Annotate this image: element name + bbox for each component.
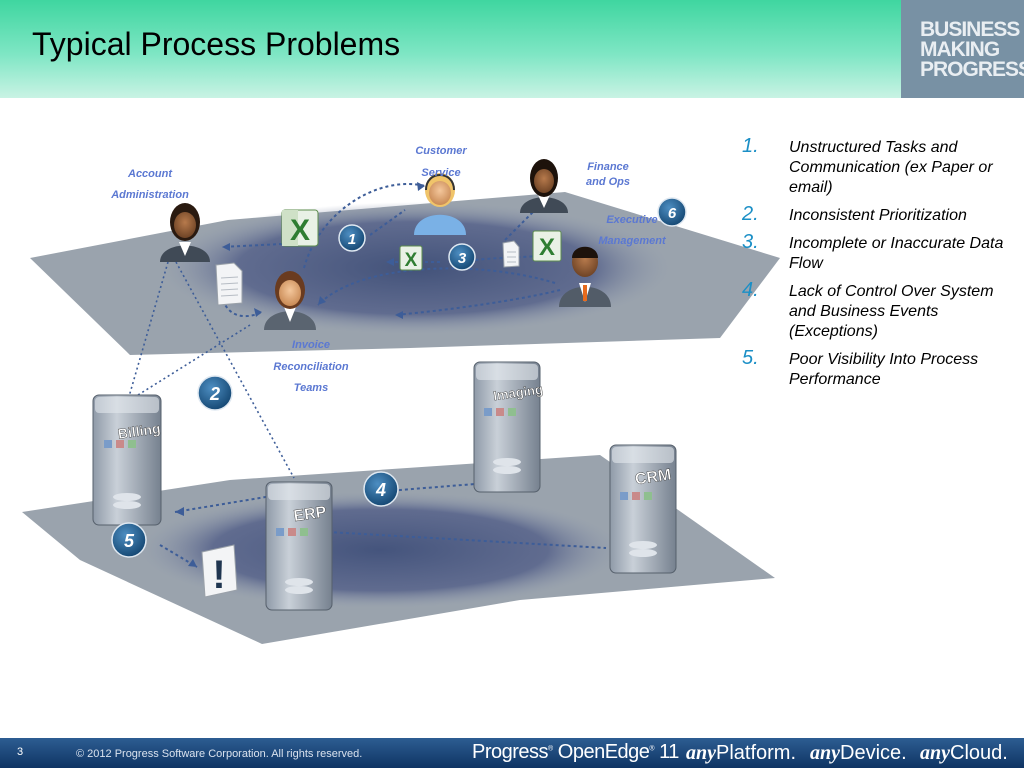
product-version: 11 (659, 741, 679, 763)
svg-text:4: 4 (375, 480, 386, 500)
person-invoice-reconciliation (264, 271, 316, 330)
excel-icon-3: X (532, 230, 562, 262)
marker-2: 2 (197, 375, 233, 411)
svg-text:1: 1 (348, 231, 356, 248)
tagline-cloud: anyCloud. (920, 742, 1008, 764)
label-invoice-line-1: Invoice (292, 339, 330, 351)
person-labels: Customer Service Account Administration … (110, 145, 667, 394)
server-billing: Billing (92, 394, 162, 526)
lower-plane-glow (140, 492, 620, 608)
marker-4: 4 (363, 471, 399, 507)
tagline-device: anyDevice. (810, 742, 907, 764)
tagline-platform: anyPlatform. (686, 742, 797, 764)
plane-connectors (127, 261, 295, 479)
brand-line-3: PROGRESS (920, 58, 1024, 81)
server-label-imaging: Imaging (492, 382, 543, 404)
marker-3: 3 (448, 243, 476, 271)
person-account-admin (160, 203, 210, 262)
server-label-billing: Billing (117, 420, 162, 442)
problem-text: Poor Visibility Into Process Performance (789, 351, 979, 388)
problem-item-3: 3. Incomplete or Inaccurate Data Flow (742, 231, 1012, 274)
marker-1: 1 (338, 224, 366, 252)
problem-item-4: 4. Lack of Control Over System and Busin… (742, 279, 1012, 342)
excel-icon-1: X (281, 209, 319, 247)
svg-text:2: 2 (209, 384, 220, 404)
copyright-notice: © 2012 Progress Software Corporation. Al… (76, 748, 363, 760)
label-finance-line-1: Finance (587, 161, 629, 173)
label-customer-line-2: Service (421, 167, 460, 179)
marker-5: 5 (111, 522, 147, 558)
document-icon-left (215, 262, 243, 306)
server-crm: CRM (609, 444, 677, 574)
problem-text: Inconsistent Prioritization (789, 207, 967, 224)
svg-text:X: X (539, 234, 555, 261)
process-diagram: X X X Customer (22, 145, 780, 644)
server-erp: ERP (265, 481, 333, 611)
brand-logo: BUSINESS MAKING PROGRESS (901, 0, 1024, 98)
label-finance-line-2: and Ops (586, 176, 630, 188)
exception-symbol: ! (212, 553, 225, 597)
label-account-line-2: Administration (110, 189, 189, 201)
problem-text: Incomplete or Inaccurate Data Flow (789, 235, 1004, 272)
header-banner: Typical Process Problems BUSINESS MAKING… (0, 0, 1024, 98)
problems-list: 1. Unstructured Tasks and Communication … (742, 135, 1012, 398)
problem-number: 4. (742, 279, 759, 301)
product-logo: Progress® OpenEdge® 11 (472, 741, 679, 763)
product-name-openedge: OpenEdge (557, 741, 650, 763)
svg-text:X: X (405, 250, 418, 271)
brand-line-2: MAKING (920, 38, 1000, 61)
product-name-progress: Progress (472, 741, 549, 763)
problem-item-2: 2. Inconsistent Prioritization (742, 203, 1012, 226)
svg-text:3: 3 (458, 250, 467, 267)
server-imaging: Imaging (473, 361, 544, 493)
svg-text:5: 5 (124, 531, 135, 551)
label-account-line-1: Account (127, 168, 173, 180)
page-number: 3 (17, 746, 24, 758)
svg-text:6: 6 (668, 205, 677, 222)
problem-item-1: 1. Unstructured Tasks and Communication … (742, 135, 1012, 198)
problem-text: Unstructured Tasks and Communication (ex… (789, 139, 993, 196)
problem-text: Lack of Control Over System and Business… (789, 283, 994, 340)
problem-number: 5. (742, 347, 759, 369)
label-invoice-line-2: Reconciliation (273, 361, 348, 373)
label-invoice-line-3: Teams (294, 382, 328, 394)
footer-bar: 3 © 2012 Progress Software Corporation. … (0, 738, 1024, 768)
label-customer-line-1: Customer (415, 145, 467, 157)
exception-document-icon: ! (201, 544, 238, 598)
server-label-erp: ERP (293, 504, 328, 525)
person-finance-ops (520, 159, 568, 213)
server-label-crm: CRM (634, 467, 672, 489)
person-executive-management (559, 246, 611, 307)
slide-title: Typical Process Problems (32, 26, 401, 62)
problem-item-5: 5. Poor Visibility Into Process Performa… (742, 347, 1012, 390)
excel-icon-2: X (399, 245, 423, 271)
brand-line-1: BUSINESS (920, 18, 1020, 41)
person-customer-service (414, 173, 466, 235)
label-executive-line-2: Management (598, 235, 667, 247)
document-icon-right (502, 240, 520, 268)
problem-number: 1. (742, 135, 759, 157)
problem-number: 3. (742, 231, 759, 253)
label-executive-line-1: Executive (606, 214, 657, 226)
problem-number: 2. (742, 203, 759, 225)
svg-text:X: X (290, 214, 310, 247)
marker-6: 6 (657, 197, 687, 227)
